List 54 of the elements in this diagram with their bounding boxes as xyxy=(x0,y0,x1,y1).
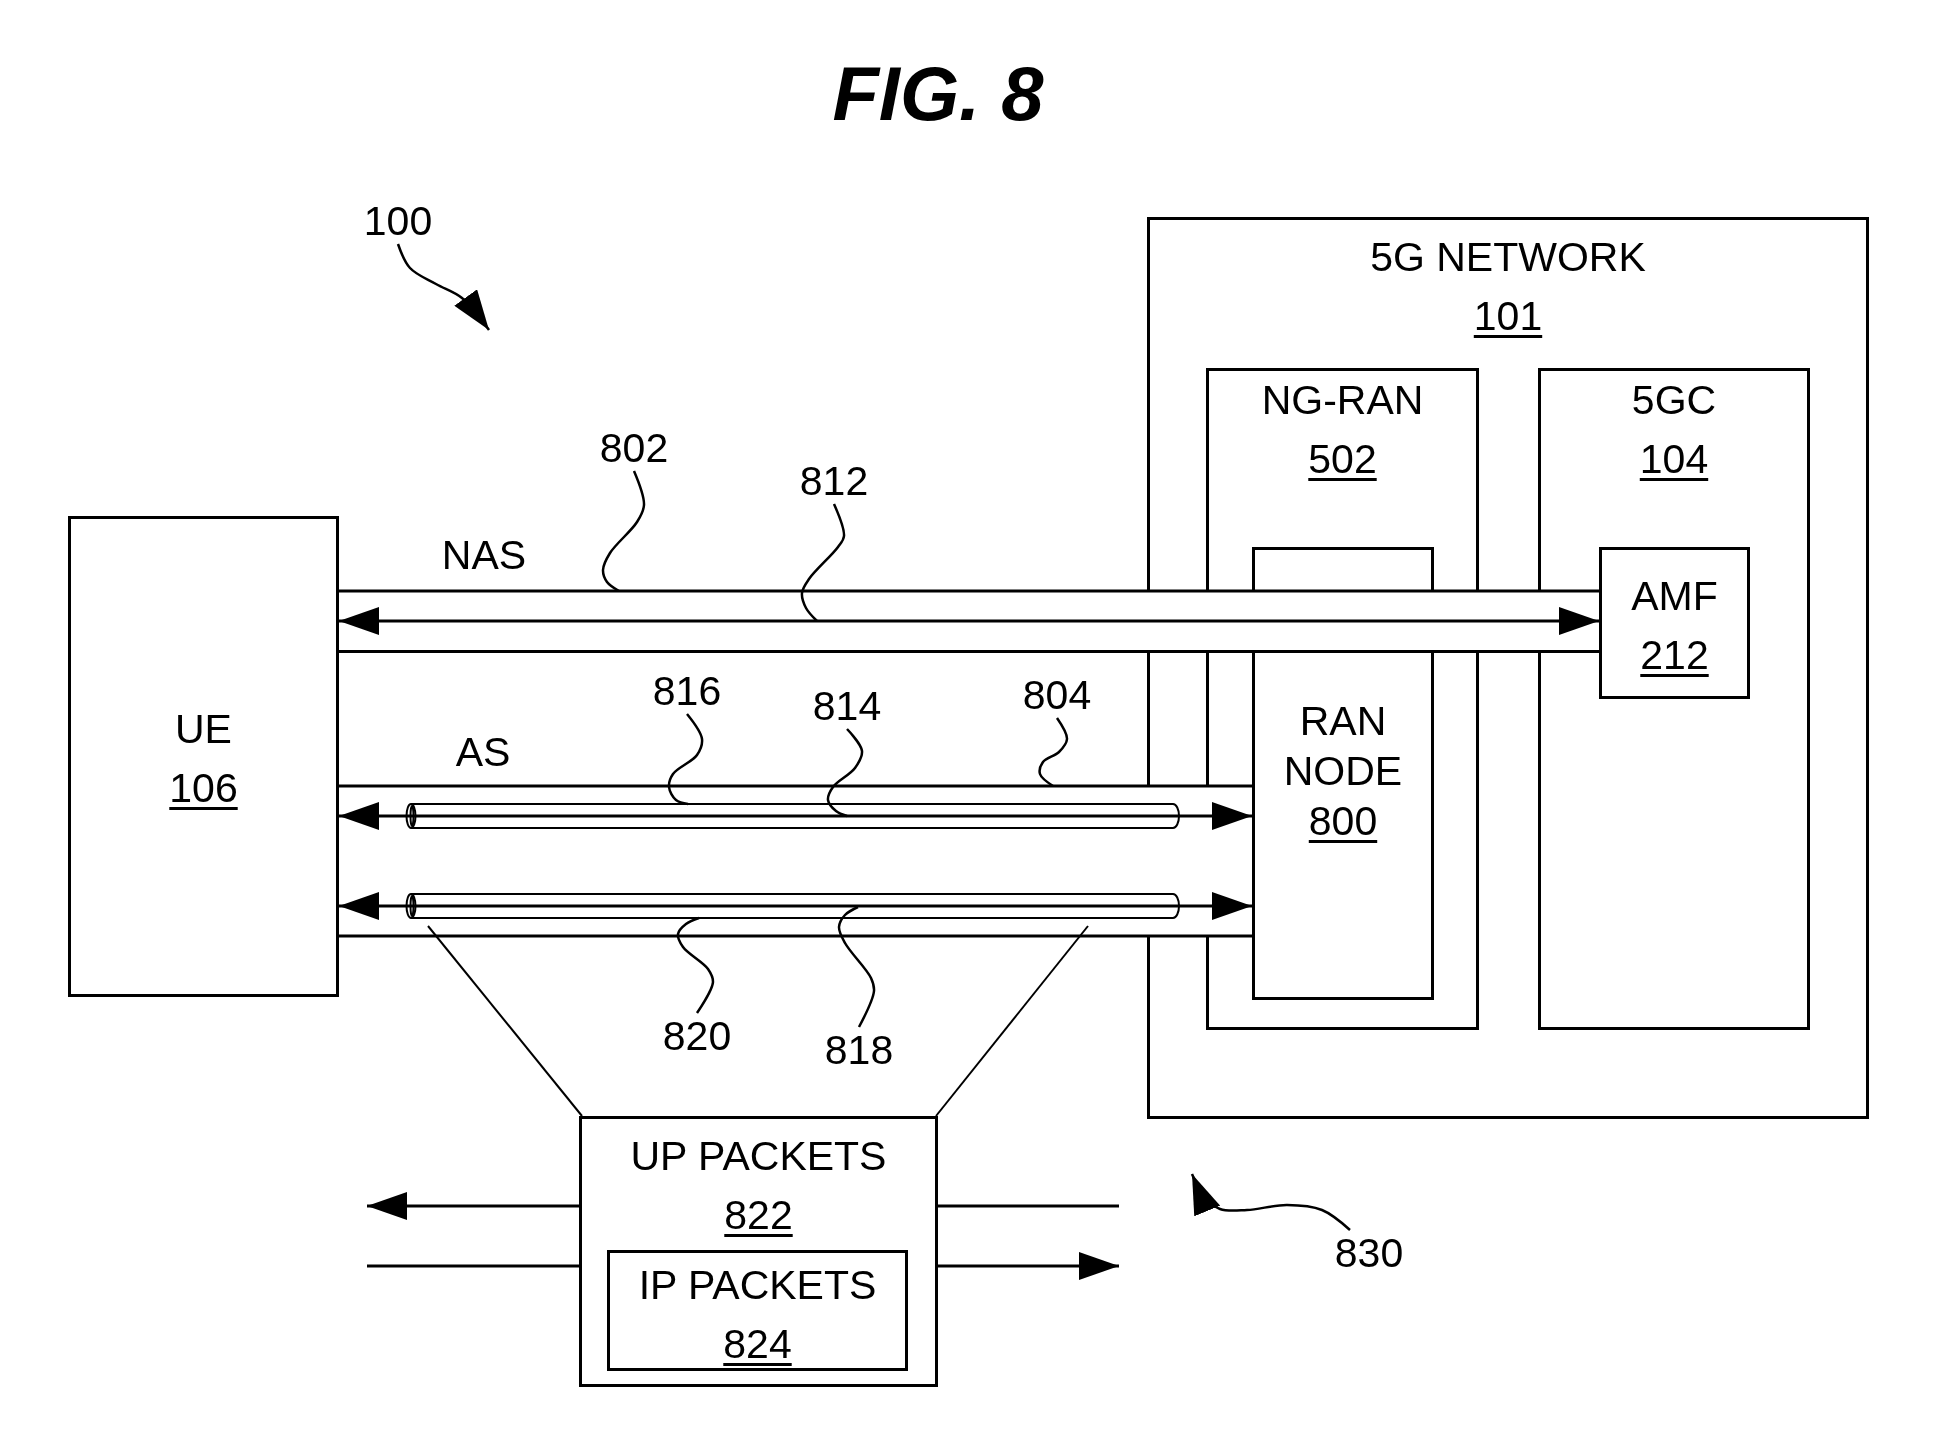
box-label: 5G NETWORK xyxy=(1370,234,1646,280)
reference-numeral: 812 xyxy=(799,458,869,504)
reference-number: 212 xyxy=(1640,632,1709,678)
leader-line xyxy=(837,905,876,1028)
box-label: IP PACKETS xyxy=(638,1262,877,1308)
reference-numeral: 818 xyxy=(824,1027,894,1073)
user-equipment-box xyxy=(68,516,339,997)
leader-line xyxy=(1038,717,1069,788)
reference-numeral: 100 xyxy=(363,198,433,244)
leader-line xyxy=(676,916,715,1014)
reference-numeral: 814 xyxy=(812,683,882,729)
curved-arrow xyxy=(396,243,490,331)
reference-number: 104 xyxy=(1639,436,1709,482)
double-arrow xyxy=(339,802,1252,830)
reference-number: 106 xyxy=(169,765,238,811)
leader-line xyxy=(800,503,846,622)
reference-numeral: 816 xyxy=(652,668,722,714)
figure-title: FIG. 8 xyxy=(832,51,1044,137)
reference-number: 822 xyxy=(724,1192,793,1238)
channel-label: AS xyxy=(455,729,511,775)
arrow xyxy=(367,1192,579,1220)
ran-node-box xyxy=(1252,650,1434,1000)
connector-line xyxy=(935,925,1089,1117)
leader-line xyxy=(826,728,864,818)
core-network-box xyxy=(1538,368,1810,1030)
leader-line xyxy=(601,470,646,593)
function-box xyxy=(1599,547,1750,699)
double-arrow xyxy=(339,892,1252,920)
network-box xyxy=(1147,217,1869,1119)
reference-number: 800 xyxy=(1308,798,1378,844)
box-label: RAN NODE xyxy=(1282,697,1404,796)
reference-number: 101 xyxy=(1473,293,1543,339)
double-arrow xyxy=(339,607,1599,635)
arrow xyxy=(938,1252,1119,1280)
connector-line xyxy=(367,1264,579,1268)
box-label: 5GC xyxy=(1631,377,1717,423)
packet-box xyxy=(607,1250,908,1371)
reference-numeral: 820 xyxy=(662,1013,732,1059)
reference-number: 824 xyxy=(723,1321,792,1367)
channel-label: NAS xyxy=(441,532,527,578)
curved-arrow xyxy=(1190,1173,1351,1231)
reference-numeral: 804 xyxy=(1022,672,1092,718)
reference-number: 502 xyxy=(1308,436,1377,482)
box-label: UE xyxy=(175,706,232,752)
box-label: AMF xyxy=(1631,573,1718,619)
leader-line xyxy=(667,713,704,806)
packet-box xyxy=(579,1116,938,1387)
box-label: UP PACKETS xyxy=(630,1133,887,1179)
reference-numeral: 802 xyxy=(599,425,669,471)
connector-line xyxy=(938,1204,1119,1208)
box-label: NG-RAN xyxy=(1261,377,1424,423)
access-network-box xyxy=(1206,368,1479,1030)
reference-numeral: 830 xyxy=(1334,1230,1404,1276)
connector-line xyxy=(427,925,583,1117)
